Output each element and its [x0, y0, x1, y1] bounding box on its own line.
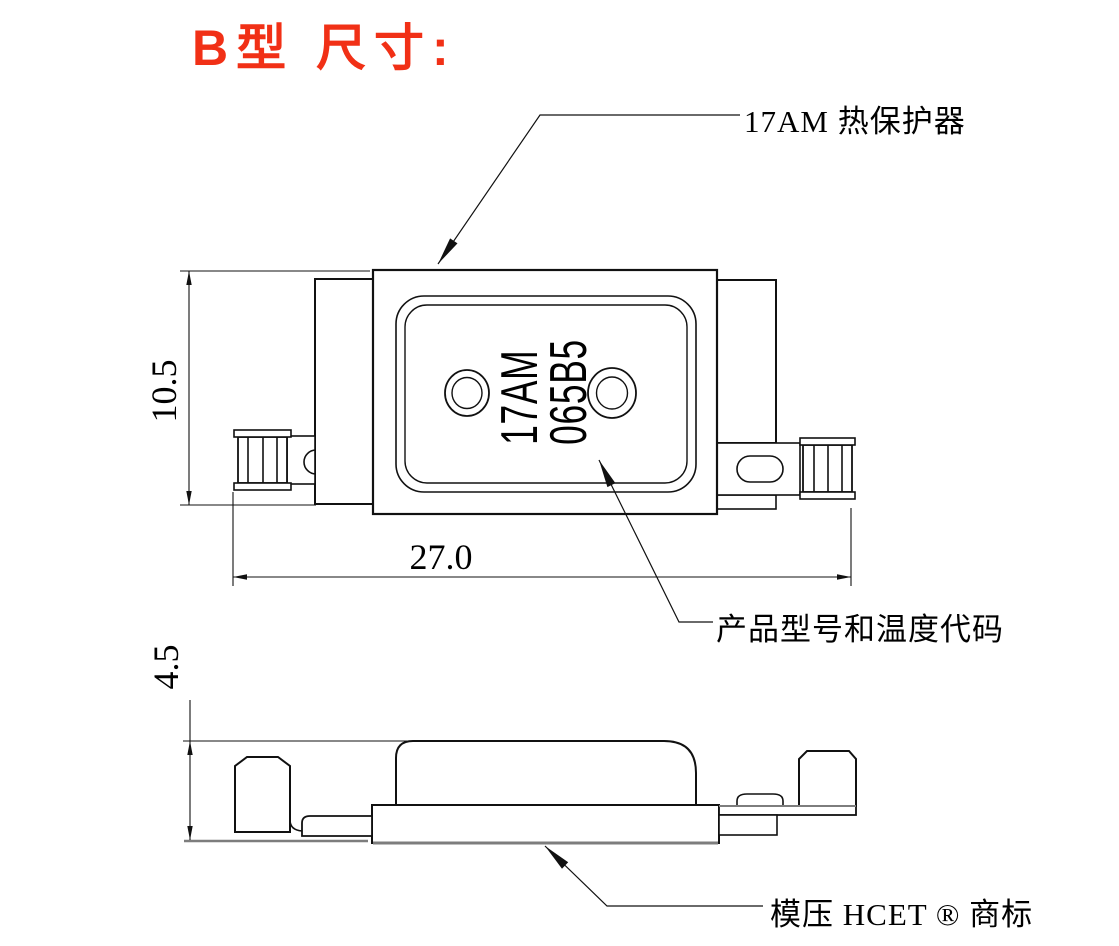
dim-10-5 [180, 270, 370, 506]
left-terminal-block [234, 756, 291, 833]
left-terminal-strip [301, 815, 373, 837]
base-step-block [718, 814, 778, 836]
left-terminal-plate [286, 435, 316, 485]
device-marking-temp-code: 065B5 [540, 339, 598, 445]
right-crimp-cap-top [799, 437, 856, 446]
right-mount-tab [716, 279, 777, 444]
right-crimp-ribs [813, 445, 843, 492]
dim-text-4-5: 4.5 [146, 644, 186, 690]
leader-product-code [598, 459, 713, 623]
right-bottom-tab [716, 494, 777, 510]
leader-trademark [544, 845, 763, 907]
rivet-right [587, 367, 637, 419]
device-marking: 17AM 065B5 [491, 339, 598, 445]
face-ridge-inner [404, 304, 688, 484]
base-plate [371, 804, 720, 844]
leader-protector [437, 114, 740, 265]
dimension-lines [180, 270, 852, 840]
left-mount-tab [314, 278, 374, 505]
dim-text-27-0: 27.0 [409, 537, 473, 577]
left-wire-elbow [289, 819, 303, 832]
label-protector: 17AM 热保护器 [744, 104, 966, 139]
top-view [233, 268, 856, 516]
dim-4-5 [183, 700, 413, 840]
left-crimp-ribs [247, 437, 278, 483]
face-ridge-outer [395, 295, 697, 493]
molded-case-dome [395, 740, 697, 806]
device-marking-model: 17AM [491, 349, 549, 445]
leader-lines [437, 114, 763, 907]
left-crimp-cap-top [233, 429, 292, 438]
label-trademark: 模压 HCET ® 商标 [770, 897, 1034, 932]
left-crimp-cap-bottom [233, 482, 292, 491]
right-terminal-block [798, 750, 857, 807]
dim-text-10-5: 10.5 [144, 359, 184, 423]
right-terminal-strip [718, 805, 857, 816]
right-terminal-slot [736, 455, 784, 483]
rivet-left [444, 369, 490, 417]
side-view [184, 740, 857, 845]
right-strip-bump [736, 793, 784, 806]
dim-27-0 [232, 492, 852, 586]
page-title: B型 尺寸: [192, 20, 457, 76]
protector-body-outline [371, 268, 719, 516]
label-product-code: 产品型号和温度代码 [716, 612, 1004, 647]
right-crimp-cap-bottom [799, 491, 856, 500]
left-terminal-hole [303, 449, 317, 475]
